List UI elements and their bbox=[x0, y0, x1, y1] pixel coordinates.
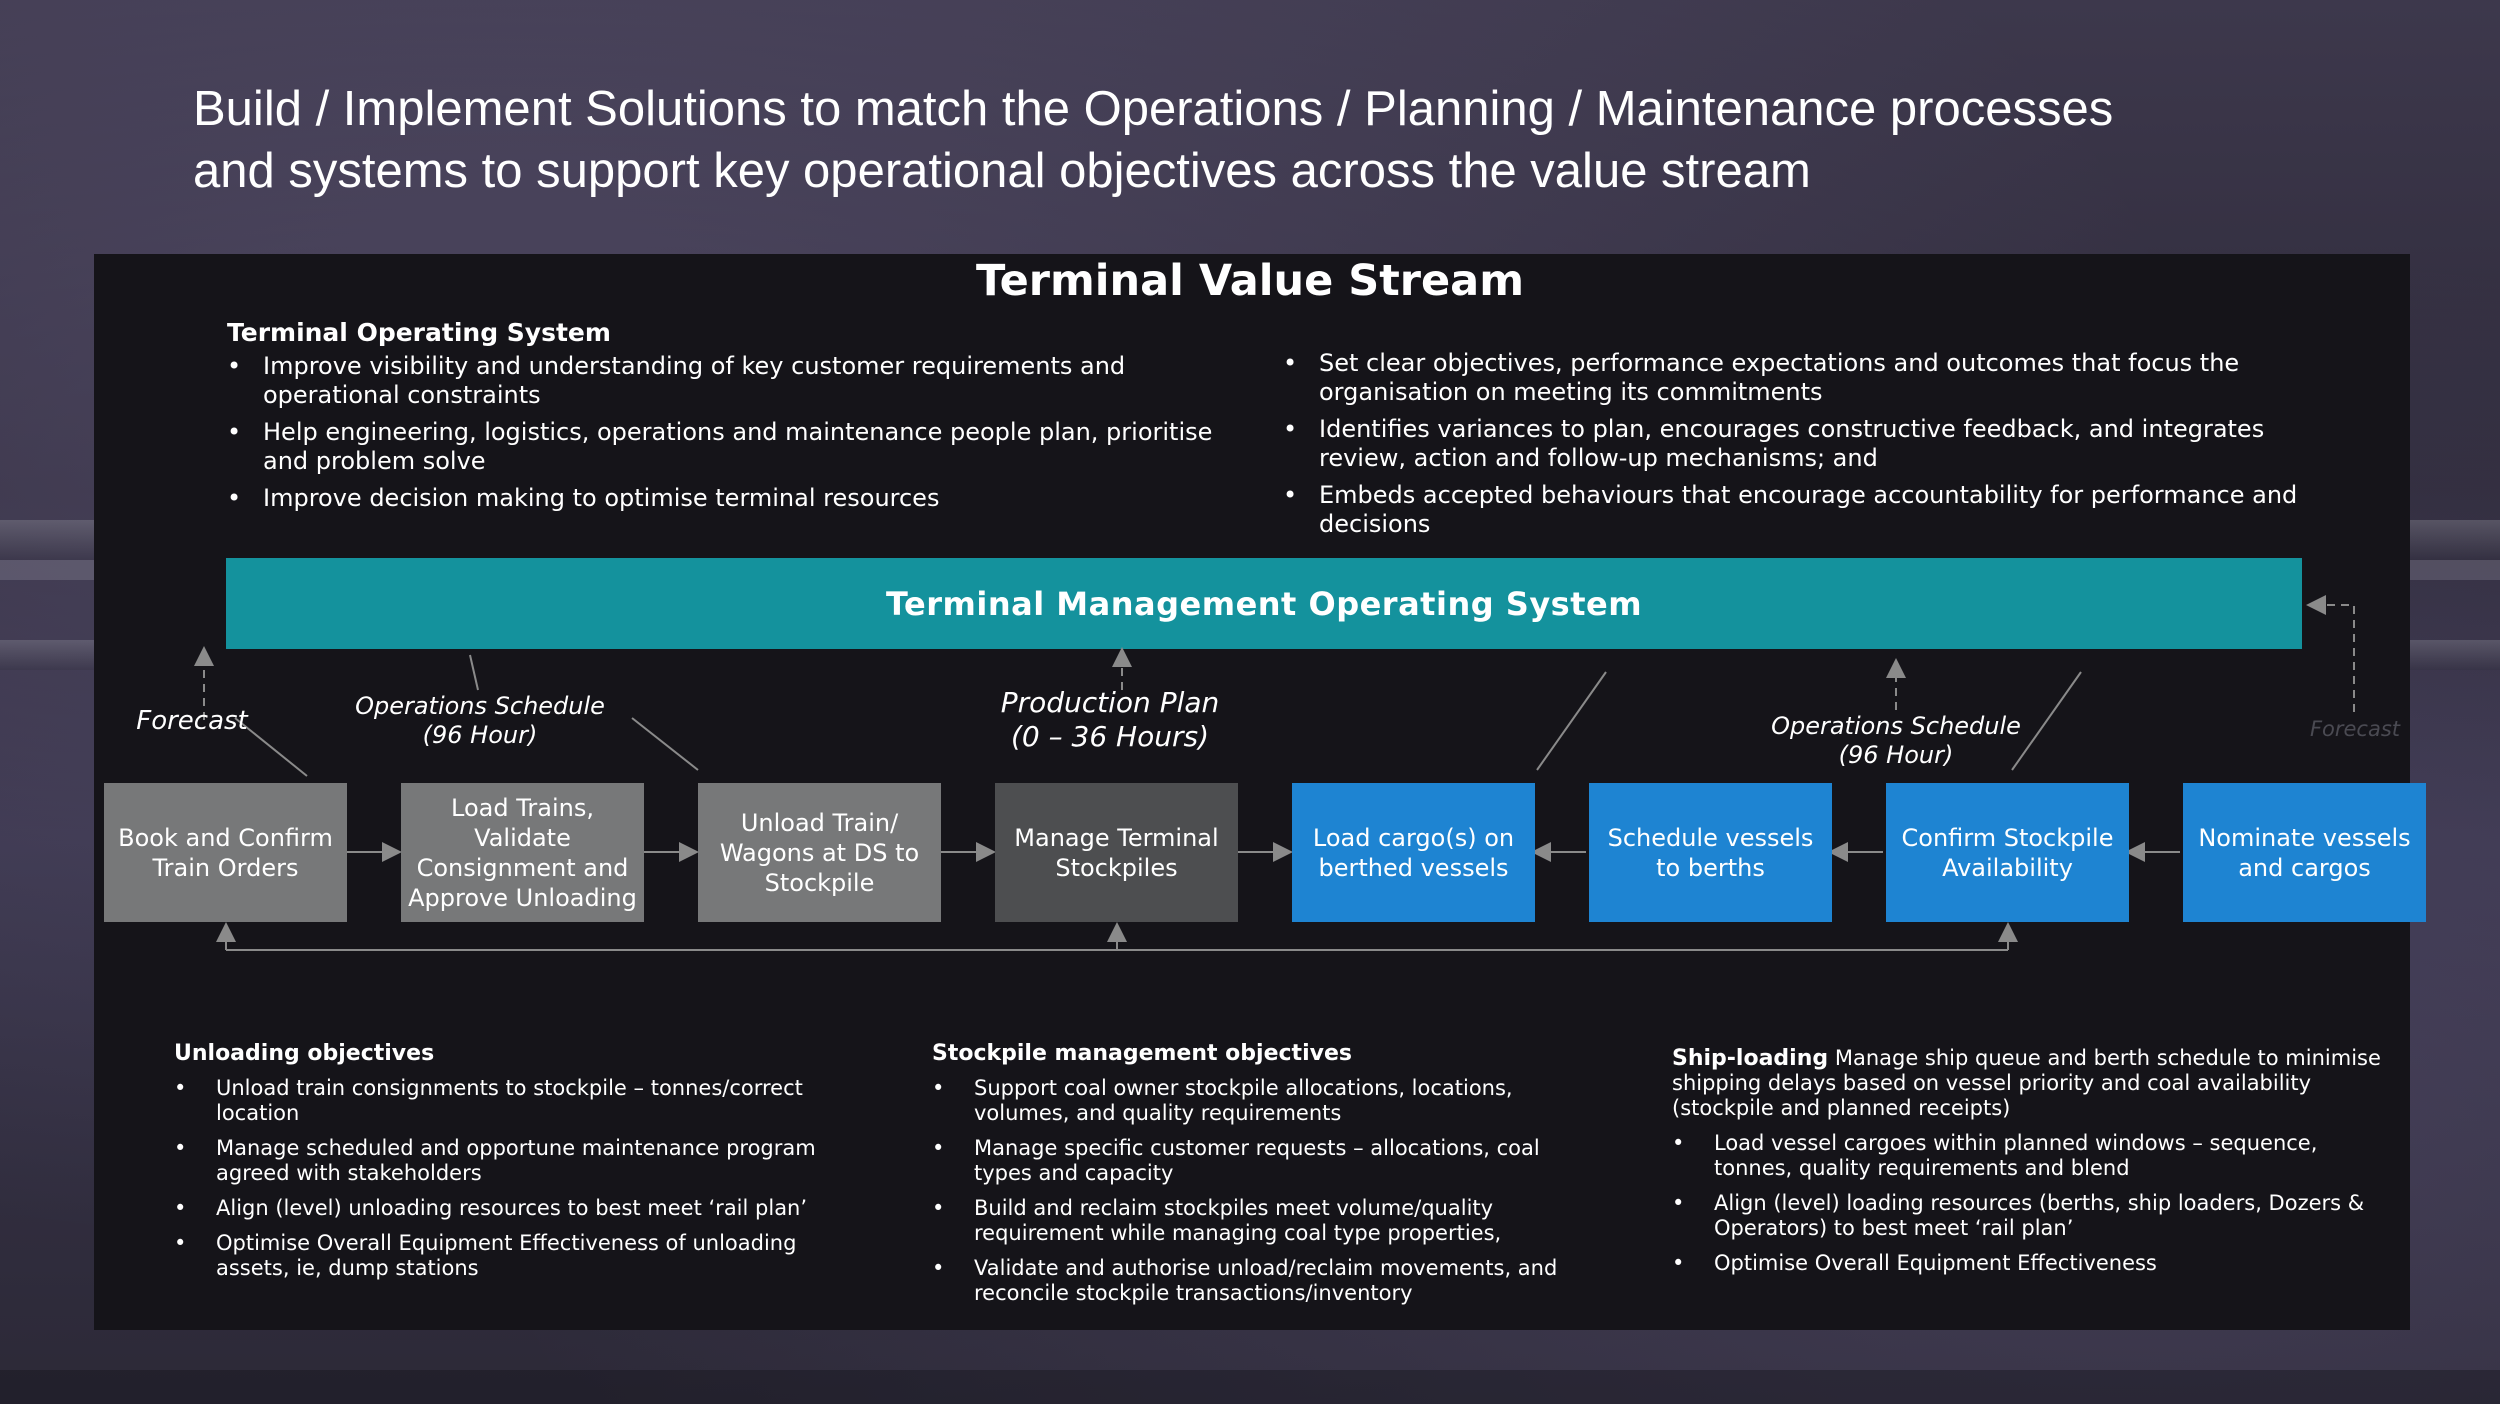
tos-title: Terminal Operating System bbox=[227, 318, 611, 347]
headline-line-2: and systems to support key operational o… bbox=[193, 144, 1811, 198]
bullet-item: Align (level) unloading resources to bes… bbox=[174, 1196, 834, 1221]
stockpile-objectives-list: Support coal owner stockpile allocations… bbox=[932, 1076, 1592, 1316]
bullet-item: Optimise Overall Equipment Effectiveness bbox=[1672, 1251, 2382, 1276]
step-label: Unload Train/ Wagons at DS to Stockpile bbox=[719, 808, 920, 897]
step-label: Load cargo(s) on berthed vessels bbox=[1312, 823, 1515, 882]
unloading-objectives-list: Unload train consignments to stockpile –… bbox=[174, 1076, 834, 1291]
unloading-objectives-title: Unloading objectives bbox=[174, 1041, 435, 1066]
bullet-item: Support coal owner stockpile allocations… bbox=[932, 1076, 1592, 1126]
step-load-trains-validate: Load Trains, Validate Consignment and Ap… bbox=[401, 783, 644, 922]
bullet-item: Validate and authorise unload/reclaim mo… bbox=[932, 1256, 1592, 1306]
headline-line-1: Build / Implement Solutions to match the… bbox=[193, 82, 2114, 136]
bullet-item: Embeds accepted behaviours that encourag… bbox=[1283, 481, 2303, 539]
leader-line bbox=[2011, 671, 2082, 771]
step-label: Load Trains, Validate Consignment and Ap… bbox=[408, 793, 637, 912]
bullet-item: Improve decision making to optimise term… bbox=[227, 484, 1257, 513]
step-load-cargo-vessels: Load cargo(s) on berthed vessels bbox=[1292, 783, 1535, 922]
stockpile-objectives-title: Stockpile management objectives bbox=[932, 1041, 1352, 1066]
bullet-item: Unload train consignments to stockpile –… bbox=[174, 1076, 834, 1126]
step-label: Manage Terminal Stockpiles bbox=[1014, 823, 1219, 882]
bullet-item: Set clear objectives, performance expect… bbox=[1283, 349, 2303, 407]
bullet-item: Manage specific customer requests – allo… bbox=[932, 1136, 1592, 1186]
bullet-item: Build and reclaim stockpiles meet volume… bbox=[932, 1196, 1592, 1246]
tmos-bar: Terminal Management Operating System bbox=[226, 558, 2302, 649]
label-forecast-left: Forecast bbox=[136, 706, 248, 736]
step-confirm-stockpile-availability: Confirm Stockpile Availability bbox=[1886, 783, 2129, 922]
step-label: Nominate vessels and cargos bbox=[2198, 823, 2411, 882]
step-book-confirm-train-orders: Book and Confirm Train Orders bbox=[104, 783, 347, 922]
bullet-item: Improve visibility and understanding of … bbox=[227, 352, 1257, 410]
panel-title: Terminal Value Stream bbox=[975, 256, 1525, 306]
leader-line bbox=[469, 654, 479, 691]
step-nominate-vessels-cargos: Nominate vessels and cargos bbox=[2183, 783, 2426, 922]
step-manage-terminal-stockpiles: Manage Terminal Stockpiles bbox=[995, 783, 1238, 922]
tmos-bar-label: Terminal Management Operating System bbox=[885, 584, 1643, 623]
shiploading-description: Manage ship queue and berth schedule to … bbox=[1672, 1046, 2381, 1120]
leader-line bbox=[631, 717, 699, 771]
shiploading-intro: Ship-loading Manage ship queue and berth… bbox=[1672, 1046, 2382, 1121]
label-ops-schedule-right: Operations Schedule (96 Hour) bbox=[1771, 712, 2021, 769]
background-rail-band bbox=[0, 1370, 2500, 1404]
bullet-item: Load vessel cargoes within planned windo… bbox=[1672, 1131, 2382, 1181]
slide-headline: Build / Implement Solutions to match the… bbox=[193, 78, 2393, 202]
step-label: Schedule vessels to berths bbox=[1607, 823, 1814, 882]
step-unload-train-wagons: Unload Train/ Wagons at DS to Stockpile bbox=[698, 783, 941, 922]
bullet-item: Help engineering, logistics, operations … bbox=[227, 418, 1257, 476]
step-label: Book and Confirm Train Orders bbox=[118, 823, 333, 882]
step-label: Confirm Stockpile Availability bbox=[1901, 823, 2114, 882]
dashed-arrow bbox=[2306, 595, 2355, 712]
bullet-item: Optimise Overall Equipment Effectiveness… bbox=[174, 1231, 834, 1281]
leader-line bbox=[234, 717, 308, 777]
bullet-item: Manage scheduled and opportune maintenan… bbox=[174, 1136, 834, 1186]
leader-line bbox=[1536, 671, 1607, 771]
tos-right-bullets: Set clear objectives, performance expect… bbox=[1283, 349, 2303, 547]
step-schedule-vessels-berths: Schedule vessels to berths bbox=[1589, 783, 1832, 922]
tos-left-bullets: Improve visibility and understanding of … bbox=[227, 352, 1257, 521]
bullet-item: Align (level) loading resources (berths,… bbox=[1672, 1191, 2382, 1241]
label-production-plan: Production Plan (0 – 36 Hours) bbox=[1000, 686, 1220, 753]
shiploading-title: Ship-loading bbox=[1672, 1046, 1829, 1071]
bullet-item: Identifies variances to plan, encourages… bbox=[1283, 415, 2303, 473]
shiploading-objectives-list: Load vessel cargoes within planned windo… bbox=[1672, 1131, 2382, 1286]
label-forecast-right: Forecast bbox=[2309, 717, 2401, 741]
label-ops-schedule-left: Operations Schedule (96 Hour) bbox=[355, 692, 605, 749]
